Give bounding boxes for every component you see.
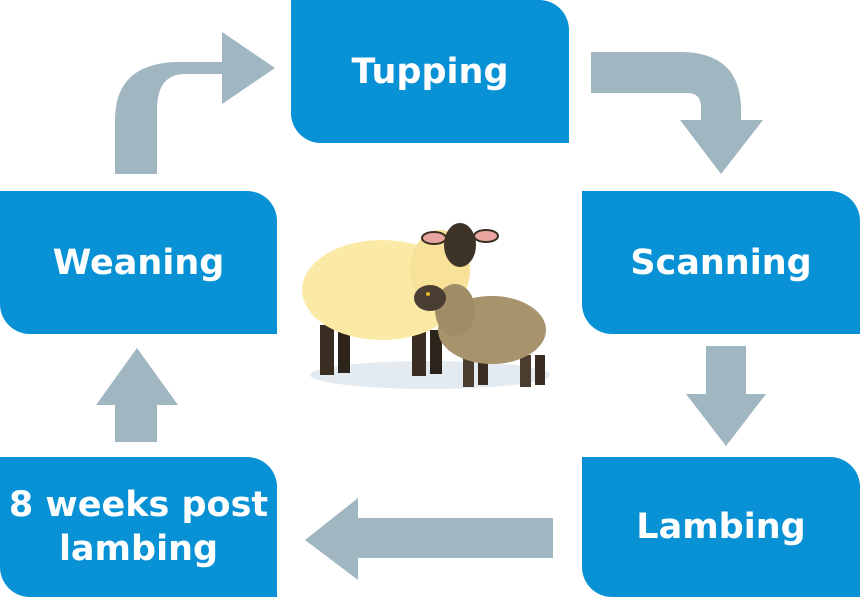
stage-label-line2: lambing	[58, 529, 219, 569]
arrow-lambing-to-8-weeks	[305, 498, 553, 580]
stage-tupping: Tupping	[291, 0, 569, 143]
arrow-8-weeks-to-weaning	[96, 348, 178, 442]
arrow-tupping-to-scanning	[591, 52, 763, 174]
arrow-scanning-to-lambing	[686, 346, 766, 446]
stage-weaning: Weaning	[0, 191, 277, 334]
arrow-weaning-to-tupping	[115, 32, 275, 174]
stage-label: Tupping	[351, 51, 509, 92]
stage-label-line1: 8 weeks post	[8, 485, 269, 525]
stage-lambing: Lambing	[582, 457, 860, 597]
stage-8-weeks-post-lambing: 8 weeks post lambing	[0, 457, 277, 597]
stage-label: Scanning	[630, 242, 812, 283]
ewe-and-lamb-illustration	[302, 223, 550, 389]
stage-label: Lambing	[636, 507, 806, 547]
stage-label: Weaning	[52, 242, 225, 283]
stage-scanning: Scanning	[582, 191, 860, 334]
